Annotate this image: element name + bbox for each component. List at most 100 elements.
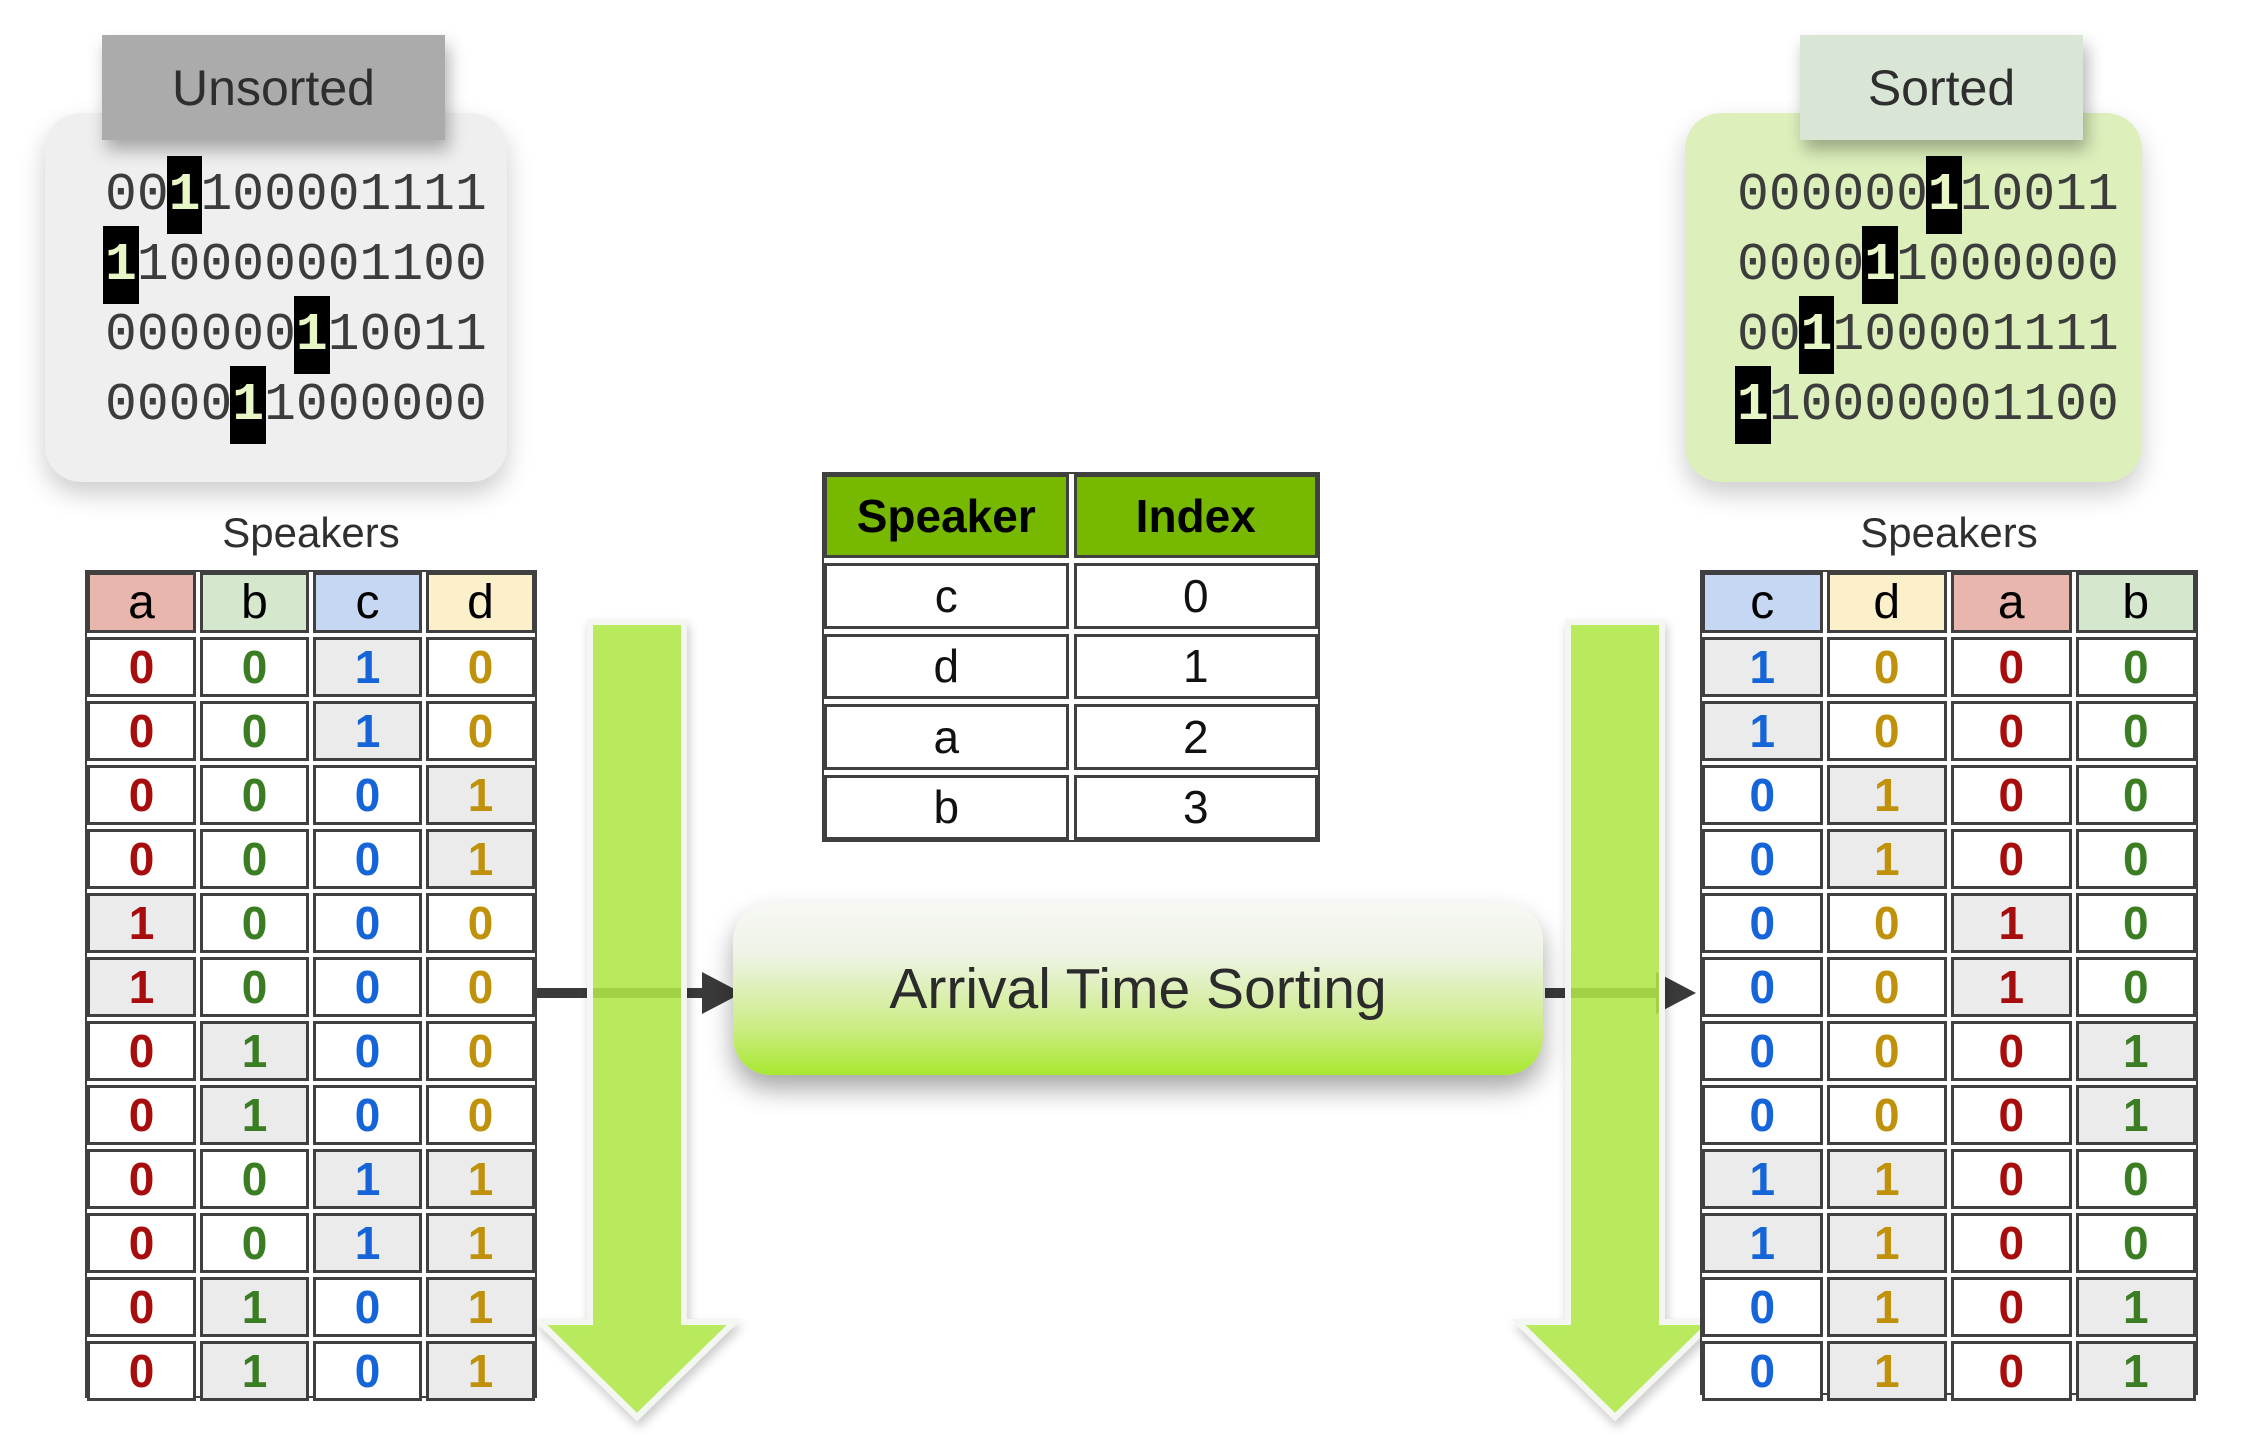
index-table-cell: 1 — [1073, 633, 1318, 699]
bit-cell: 0 — [200, 765, 309, 825]
bit-cell: 1 — [1702, 1149, 1823, 1209]
bit-cell: 0 — [2075, 893, 2196, 953]
bit-cell: 0 — [2075, 701, 2196, 761]
sorted-label: Sorted — [1800, 35, 2083, 140]
bit-cell: 0 — [426, 1085, 535, 1145]
bit-cell: 1 — [426, 765, 535, 825]
bit-cell: 0 — [87, 765, 196, 825]
first-arrival-bit: 1 — [1862, 226, 1899, 304]
bit-cell: 1 — [313, 637, 422, 697]
binary-row: 001100001111 — [1737, 296, 2142, 374]
index-table-cell: 2 — [1073, 704, 1318, 770]
bit-cell: 1 — [313, 1149, 422, 1209]
bit-cell: 0 — [1826, 957, 1947, 1017]
bit-cell: 1 — [426, 829, 535, 889]
bit-cell: 0 — [2075, 637, 2196, 697]
column-header-a: a — [1951, 572, 2072, 633]
bit-cell: 0 — [200, 1213, 309, 1273]
index-table-header-index: Index — [1073, 474, 1318, 558]
bit-cell: 0 — [313, 1341, 422, 1401]
bit-cell: 0 — [200, 829, 309, 889]
binary-row: 110000001100 — [1735, 366, 2142, 444]
binary-row: 110000001100 — [103, 226, 507, 304]
bit-cell: 0 — [1951, 637, 2072, 697]
first-arrival-bit: 1 — [166, 156, 203, 234]
binary-row: 000011000000 — [1737, 226, 2142, 304]
binary-row: 000011000000 — [105, 366, 507, 444]
bit-cell: 1 — [200, 1085, 309, 1145]
bit-cell: 0 — [1951, 1085, 2072, 1145]
bit-cell: 1 — [200, 1021, 309, 1081]
index-table-cell: b — [824, 774, 1069, 840]
column-header-d: d — [1826, 572, 1947, 633]
bit-cell: 0 — [1951, 701, 2072, 761]
bit-cell: 0 — [2075, 957, 2196, 1017]
bit-cell: 0 — [2075, 1213, 2196, 1273]
green-down-arrow-left — [532, 619, 742, 1422]
binary-row: 001100001111 — [105, 156, 507, 234]
column-header-c: c — [1702, 572, 1823, 633]
bit-cell: 0 — [87, 1213, 196, 1273]
bit-cell: 1 — [200, 1277, 309, 1337]
first-arrival-bit: 1 — [293, 296, 330, 374]
bit-cell: 1 — [426, 1213, 535, 1273]
bit-cell: 0 — [1826, 1021, 1947, 1081]
bit-cell: 0 — [87, 637, 196, 697]
bit-cell: 0 — [2075, 1149, 2196, 1209]
first-arrival-bit: 1 — [1735, 366, 1771, 444]
bit-cell: 0 — [313, 829, 422, 889]
bit-cell: 0 — [1702, 1085, 1823, 1145]
bit-cell: 0 — [200, 637, 309, 697]
first-arrival-bit: 1 — [230, 366, 267, 444]
bit-cell: 0 — [1951, 1213, 2072, 1273]
unsorted-label: Unsorted — [102, 35, 445, 140]
bit-cell: 0 — [87, 1085, 196, 1145]
index-table-header-speaker: Speaker — [824, 474, 1069, 558]
first-arrival-bit: 1 — [1925, 156, 1962, 234]
column-header-b: b — [200, 572, 309, 633]
bit-cell: 1 — [426, 1277, 535, 1337]
bit-cell: 0 — [87, 1341, 196, 1401]
index-table-cell: a — [824, 704, 1069, 770]
bit-cell: 1 — [426, 1149, 535, 1209]
bit-cell: 0 — [1951, 1021, 2072, 1081]
bit-cell: 0 — [1702, 893, 1823, 953]
bit-cell: 0 — [426, 701, 535, 761]
bit-cell: 0 — [1702, 957, 1823, 1017]
bit-cell: 0 — [200, 957, 309, 1017]
bit-cell: 0 — [426, 637, 535, 697]
bit-cell: 1 — [1702, 701, 1823, 761]
right-speakers-title: Speakers — [1860, 509, 2038, 556]
bit-cell: 0 — [200, 701, 309, 761]
bit-cell: 1 — [1826, 1341, 1947, 1401]
bit-cell: 1 — [2075, 1277, 2196, 1337]
bit-cell: 1 — [313, 1213, 422, 1273]
binary-row: 000000110011 — [105, 296, 507, 374]
bit-cell: 1 — [1702, 1213, 1823, 1273]
bit-cell: 1 — [1826, 765, 1947, 825]
bit-cell: 0 — [313, 957, 422, 1017]
bit-cell: 0 — [200, 893, 309, 953]
green-down-arrow-right — [1510, 619, 1720, 1422]
bit-cell: 0 — [313, 765, 422, 825]
bit-cell: 0 — [87, 1021, 196, 1081]
bit-cell: 0 — [2075, 765, 2196, 825]
bit-cell: 1 — [87, 893, 196, 953]
bit-cell: 0 — [1702, 829, 1823, 889]
bit-cell: 1 — [426, 1341, 535, 1401]
bit-cell: 0 — [426, 1021, 535, 1081]
bit-cell: 1 — [1826, 829, 1947, 889]
bit-cell: 0 — [1826, 1085, 1947, 1145]
bit-cell: 0 — [313, 893, 422, 953]
bit-cell: 1 — [1826, 1213, 1947, 1273]
bit-cell: 0 — [1702, 1341, 1823, 1401]
bit-cell: 0 — [313, 1085, 422, 1145]
bit-cell: 0 — [87, 701, 196, 761]
bit-cell: 0 — [1951, 765, 2072, 825]
binary-row: 000000110011 — [1737, 156, 2142, 234]
column-header-b: b — [2075, 572, 2196, 633]
